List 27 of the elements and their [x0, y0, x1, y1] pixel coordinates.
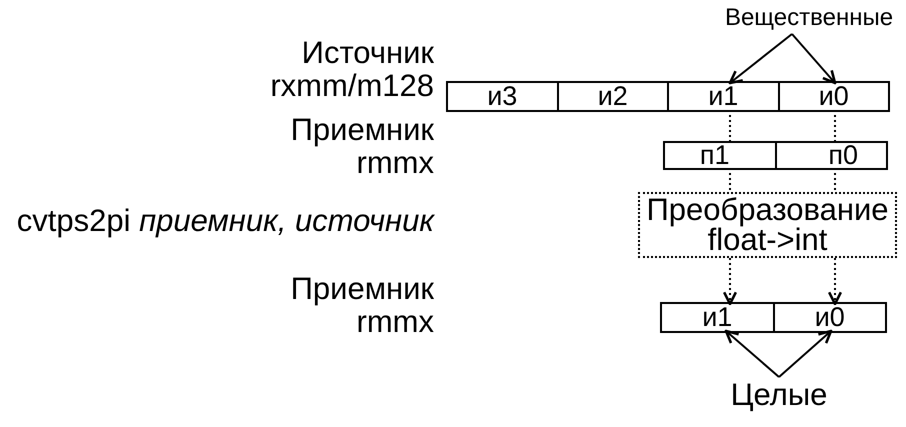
register-cell: и1	[667, 83, 778, 110]
register-label: rmmx	[356, 305, 434, 338]
arrow	[791, 33, 836, 84]
dotted-arrow	[722, 258, 738, 306]
arrow	[778, 330, 832, 378]
conversion-box: Преобразование float->int	[638, 192, 897, 258]
register-label: rxmm/m128	[270, 69, 434, 102]
dotted-arrow	[828, 258, 842, 306]
register-bar	[660, 302, 887, 333]
register-cell: и1	[662, 304, 772, 331]
arrow	[728, 33, 793, 84]
register-cell: и0	[772, 304, 885, 331]
annotation-label: Вещественные	[712, 0, 906, 34]
arrow	[724, 330, 780, 378]
register-label: Приемник	[290, 272, 434, 305]
register-label: Приемник	[290, 113, 434, 146]
instruction-label: cvtps2pi приемник, источник	[16, 204, 434, 237]
register-cell: п0	[774, 143, 886, 168]
register-label: rmmx	[356, 146, 434, 179]
register-cell: и2	[556, 83, 667, 110]
register-bar	[446, 81, 890, 112]
annotation-label: Целые	[728, 377, 830, 412]
register-cell: и0	[778, 83, 888, 110]
register-cell: п1	[665, 143, 774, 168]
register-cell: и3	[448, 83, 556, 110]
register-bar	[663, 141, 888, 170]
register-label: Источник	[302, 36, 434, 69]
